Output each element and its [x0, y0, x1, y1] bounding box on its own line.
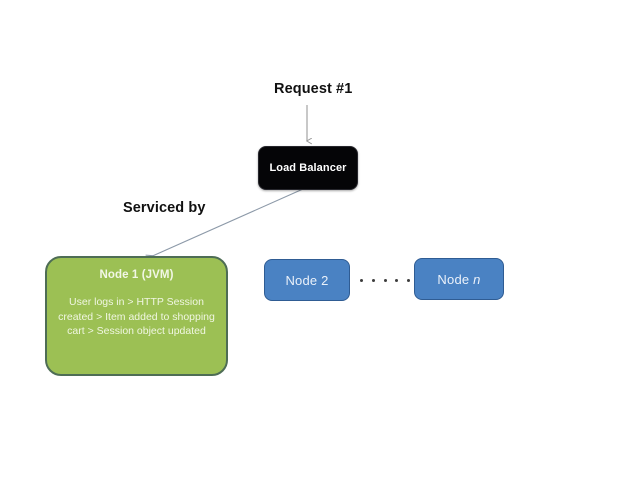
ellipsis-dot [360, 278, 363, 282]
load-balancer-node[interactable]: Load Balancer [258, 146, 358, 190]
ellipsis-dot [371, 278, 375, 282]
node-n-title-prefix: Node [437, 271, 474, 287]
node-ellipsis [360, 275, 410, 285]
node-n-box[interactable]: Node n [414, 258, 504, 300]
ellipsis-dot [407, 278, 410, 282]
node-1-description: User logs in > HTTP Session created > It… [58, 296, 215, 337]
ellipsis-dot [383, 278, 387, 282]
request-label: Request #1 [274, 81, 353, 97]
node-2-box[interactable]: Node 2 [264, 259, 350, 301]
node-2-title: Node 2 [285, 272, 329, 288]
node-n-title-variable: n [473, 271, 481, 287]
node-n-title: Node n [437, 272, 480, 287]
serviced-by-label: Serviced by [123, 200, 206, 216]
node-1-title: Node 1 (JVM) [99, 269, 174, 281]
ellipsis-dot [395, 278, 399, 282]
node-1-box[interactable]: Node 1 (JVM) User logs in > HTTP Session… [45, 256, 228, 376]
load-balancer-title: Load Balancer [269, 162, 347, 174]
